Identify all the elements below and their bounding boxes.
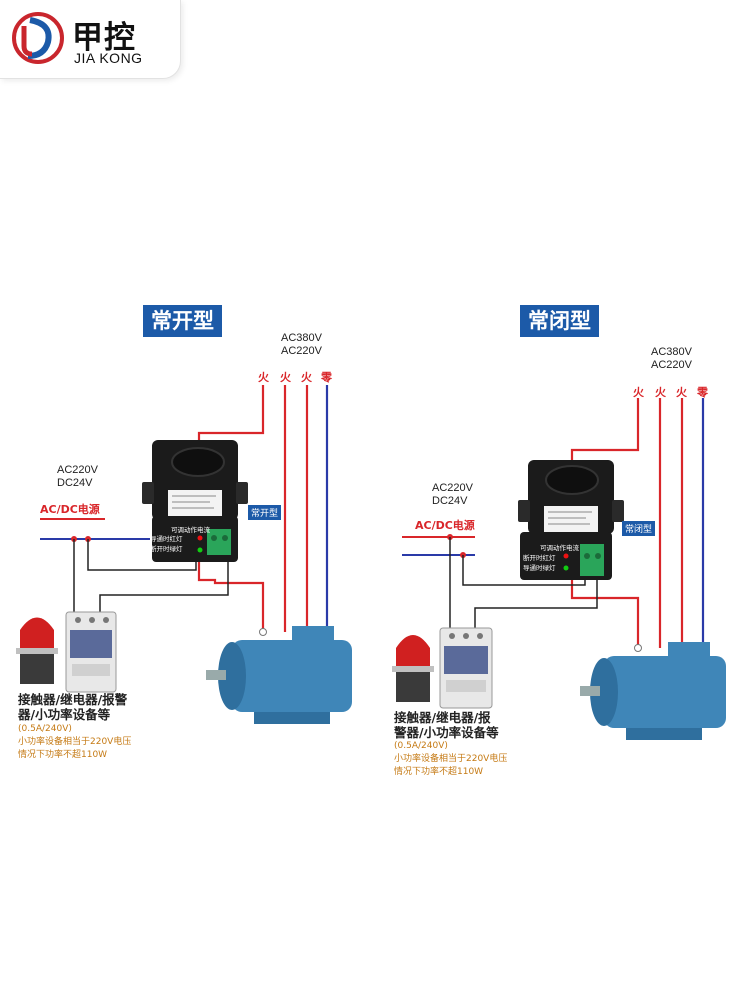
right-control-voltage-dc: DC24V [432, 495, 468, 507]
right-alarm-lamp-icon [392, 635, 434, 702]
left-supply-voltage-220: AC220V [281, 345, 322, 357]
left-title-normally-open: 常开型 [143, 305, 222, 337]
right-spec-note-2: 情况下功率不超110W [394, 767, 484, 777]
left-control-voltage-ac: AC220V [57, 464, 98, 476]
left-phase-wires [197, 385, 329, 632]
right-motor-icon [580, 642, 726, 740]
left-contactor-icon [65, 611, 117, 693]
right-device-title-line2: 警器/小功率设备等 [394, 725, 499, 740]
left-spec-note-2: 情况下功率不超110W [18, 750, 108, 760]
left-spec-rating: (0.5A/240V) [18, 724, 72, 734]
left-device-title-line1: 接触器/继电器/报警 [18, 692, 128, 707]
left-power-rails [40, 518, 229, 615]
right-spec-rating: (0.5A/240V) [394, 741, 448, 751]
left-motor-icon [206, 626, 352, 724]
right-title-normally-closed: 常闭型 [520, 305, 599, 337]
right-terminal-block-icon [580, 544, 604, 576]
left-control-voltage-dc: DC24V [57, 477, 93, 489]
left-alarm-lamp-icon [16, 617, 58, 684]
right-phase-label-l2: 火 [655, 386, 666, 399]
left-phase-label-l2: 火 [280, 371, 291, 384]
left-phase-label-l1: 火 [258, 371, 269, 384]
right-control-voltage-ac: AC220V [432, 482, 473, 494]
right-mode-tag: 常闭型 [622, 521, 656, 536]
left-power-label: AC/DC电源 [40, 503, 100, 516]
left-led-label-red: 导通时红灯 [150, 535, 183, 543]
left-led-label-green: 断开时绿灯 [150, 545, 183, 553]
right-device-title-line1: 接触器/继电器/报 [394, 710, 491, 725]
right-phase-label-neutral: 零 [697, 386, 708, 399]
right-contactor-icon [439, 627, 493, 709]
right-led-label-red: 断开时红灯 [523, 554, 556, 562]
right-phase-label-l1: 火 [633, 386, 644, 399]
left-supply-voltage-380: AC380V [281, 332, 322, 344]
right-supply-voltage-380: AC380V [651, 346, 692, 358]
right-spec-note-1: 小功率设备相当于220V电压 [394, 754, 508, 764]
left-led-label-adjust: 可调动作电流 [171, 526, 210, 534]
right-supply-voltage-220: AC220V [651, 359, 692, 371]
left-phase-label-neutral: 零 [321, 371, 332, 384]
left-device-title-line2: 器/小功率设备等 [18, 707, 111, 722]
right-led-label-green: 导通时绿灯 [523, 564, 556, 572]
brand-name-cn: 甲控 [72, 20, 136, 56]
right-phase-label-l3: 火 [676, 386, 687, 399]
right-led-label-adjust: 可调动作电流 [540, 544, 579, 552]
left-spec-note-1: 小功率设备相当于220V电压 [18, 737, 132, 747]
brand-name-en: JIA KONG [74, 50, 143, 66]
left-phase-label-l3: 火 [301, 371, 312, 384]
left-mode-tag: 常开型 [248, 505, 282, 520]
left-terminal-block-icon [207, 529, 231, 555]
right-power-label: AC/DC电源 [415, 519, 475, 532]
